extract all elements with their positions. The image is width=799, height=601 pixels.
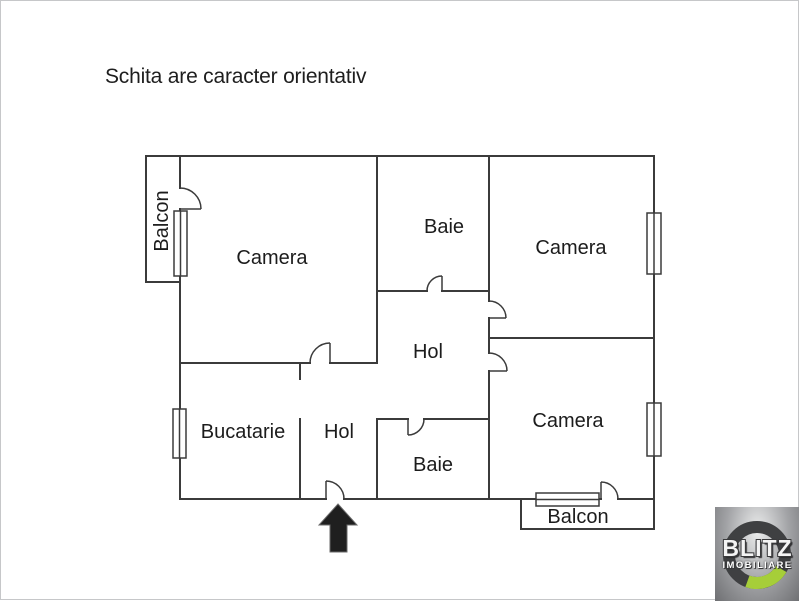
door-balcony-bottom-right xyxy=(600,481,619,500)
logo-subtitle: IMOBILIARE xyxy=(722,560,793,571)
room-label-balcon-bottom-right: Balcon xyxy=(547,506,608,528)
door-camera-top-left xyxy=(309,342,331,364)
door-entrance xyxy=(325,480,345,500)
room-label-baie-top: Baie xyxy=(424,216,464,238)
exterior-wall xyxy=(145,155,655,500)
room-labels: Balcon Camera Baie Camera Hol Bucatarie … xyxy=(151,190,609,528)
interior-walls xyxy=(179,155,655,500)
room-label-camera-bottom-right: Camera xyxy=(532,410,604,432)
room-label-hol-middle: Hol xyxy=(413,341,443,363)
room-label-camera-top-right: Camera xyxy=(535,237,607,259)
door-camera-top-right xyxy=(488,300,507,319)
door-baie-bottom xyxy=(407,418,425,436)
door-baie-top xyxy=(426,275,443,292)
door-swings xyxy=(179,187,619,500)
door-camera-bottom-right xyxy=(488,352,508,372)
walls xyxy=(145,155,655,530)
door-balcony-top-left xyxy=(179,187,202,210)
logo-ring xyxy=(723,521,791,589)
windows xyxy=(172,210,662,507)
logo-ring-green-segment xyxy=(745,565,787,589)
room-label-balcon-top-left: Balcon xyxy=(151,190,173,251)
room-label-bucatarie: Bucatarie xyxy=(201,421,286,443)
balcony-top-left-outline xyxy=(145,155,181,283)
room-label-baie-bottom: Baie xyxy=(413,454,453,476)
agency-logo: BLITZ IMOBILIARE xyxy=(715,507,799,601)
room-label-camera-top-left: Camera xyxy=(236,247,308,269)
logo-title: BLITZ xyxy=(722,535,793,561)
entrance-arrow-icon xyxy=(317,503,359,553)
balcony-bottom-right-outline xyxy=(520,498,655,530)
disclaimer-text: Schita are caracter orientativ xyxy=(105,65,367,88)
room-label-hol-bottom: Hol xyxy=(324,421,354,443)
